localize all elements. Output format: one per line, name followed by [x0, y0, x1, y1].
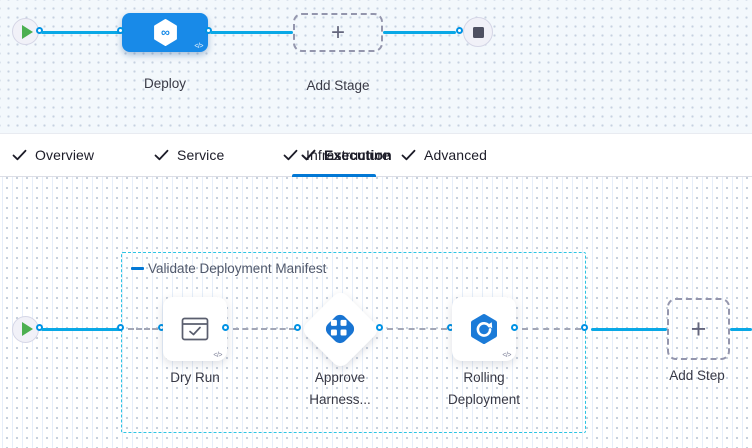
harness-hexagon-icon: ∞: [153, 19, 177, 46]
execution-graph-canvas[interactable]: Validate Deployment Manifest </>: [0, 177, 752, 448]
dashed-edge: [387, 328, 447, 330]
add-stage-label: Add Stage: [306, 78, 370, 93]
stage-node-deploy[interactable]: ∞ </>: [122, 13, 208, 52]
tab-label: Service: [177, 147, 225, 163]
connector-dot[interactable]: [116, 26, 124, 34]
tab-label: Advanced: [424, 147, 488, 163]
step-group-header[interactable]: Validate Deployment Manifest: [131, 261, 326, 276]
active-tab-underline: [292, 174, 376, 177]
code-view-icon[interactable]: </>: [213, 352, 222, 359]
stage-label: Deploy: [143, 76, 187, 91]
tab-advanced[interactable]: Advanced: [401, 134, 487, 176]
code-view-icon[interactable]: </>: [194, 43, 203, 50]
dashed-edge: [522, 328, 581, 330]
step-node-rolling-deployment[interactable]: </>: [452, 297, 516, 361]
stop-icon: [472, 26, 484, 38]
check-icon: [12, 149, 27, 161]
play-icon: [22, 24, 33, 39]
plus-icon: +: [690, 313, 707, 344]
edge-line: [591, 327, 667, 331]
add-stage-button[interactable]: +: [293, 13, 383, 52]
check-icon: [283, 149, 298, 161]
step-label-approval: Approve Harness...: [309, 370, 371, 407]
dry-run-icon: [181, 317, 209, 341]
step-node-dry-run[interactable]: </>: [163, 297, 227, 361]
connector-dot[interactable]: [116, 323, 124, 331]
pipeline-start-node[interactable]: [12, 18, 39, 45]
edge-line: [41, 327, 122, 331]
play-icon: [22, 322, 33, 336]
connector-dot[interactable]: [580, 323, 588, 331]
dashed-edge: [233, 328, 295, 330]
code-view-icon[interactable]: </>: [502, 352, 511, 359]
edge-line: [730, 327, 752, 331]
check-icon: [154, 149, 169, 161]
step-label-dry-run: Dry Run: [170, 370, 220, 385]
connector-dot[interactable]: [293, 323, 301, 331]
tab-infrastructure[interactable]: Infrastructure: [283, 134, 390, 176]
tab-service[interactable]: Service: [154, 134, 224, 176]
connector-dot[interactable]: [375, 323, 383, 331]
step-group-box[interactable]: [121, 252, 586, 433]
edge-line: [41, 30, 122, 34]
stage-config-tabbar: Overview Service Infrastructure Executio…: [0, 133, 752, 177]
step-label-rolling-deployment: Rolling Deployment: [447, 370, 521, 407]
connector-dot[interactable]: [510, 323, 518, 331]
check-icon: [401, 149, 416, 161]
add-step-button[interactable]: +: [667, 298, 730, 360]
connector-dot[interactable]: [221, 323, 229, 331]
tab-overview[interactable]: Overview: [12, 134, 94, 176]
tab-execution[interactable]: Execution: [301, 134, 392, 176]
svg-text:∞: ∞: [161, 26, 170, 40]
tab-label: Infrastructure: [306, 147, 390, 163]
execution-start-node[interactable]: [12, 315, 39, 343]
connector-dot[interactable]: [204, 26, 212, 34]
plus-icon: +: [330, 18, 345, 46]
dashed-edge: [128, 328, 158, 330]
tab-label: Execution: [324, 147, 392, 163]
connector-dot[interactable]: [455, 26, 463, 34]
add-step-label: Add Step: [669, 368, 725, 383]
pipeline-end-node[interactable]: [463, 17, 493, 47]
stage-graph-canvas[interactable]: ∞ </> + Deploy Add Stage: [0, 0, 752, 133]
edge-line: [210, 30, 293, 34]
tab-label: Overview: [35, 147, 95, 163]
edge-line: [383, 30, 456, 34]
collapse-dash-icon: [131, 267, 144, 270]
connector-dot[interactable]: [35, 26, 43, 34]
connector-dot[interactable]: [35, 323, 43, 331]
check-icon: [301, 149, 316, 161]
rolling-deployment-icon: [471, 314, 497, 344]
step-group-label: Validate Deployment Manifest: [148, 261, 327, 276]
